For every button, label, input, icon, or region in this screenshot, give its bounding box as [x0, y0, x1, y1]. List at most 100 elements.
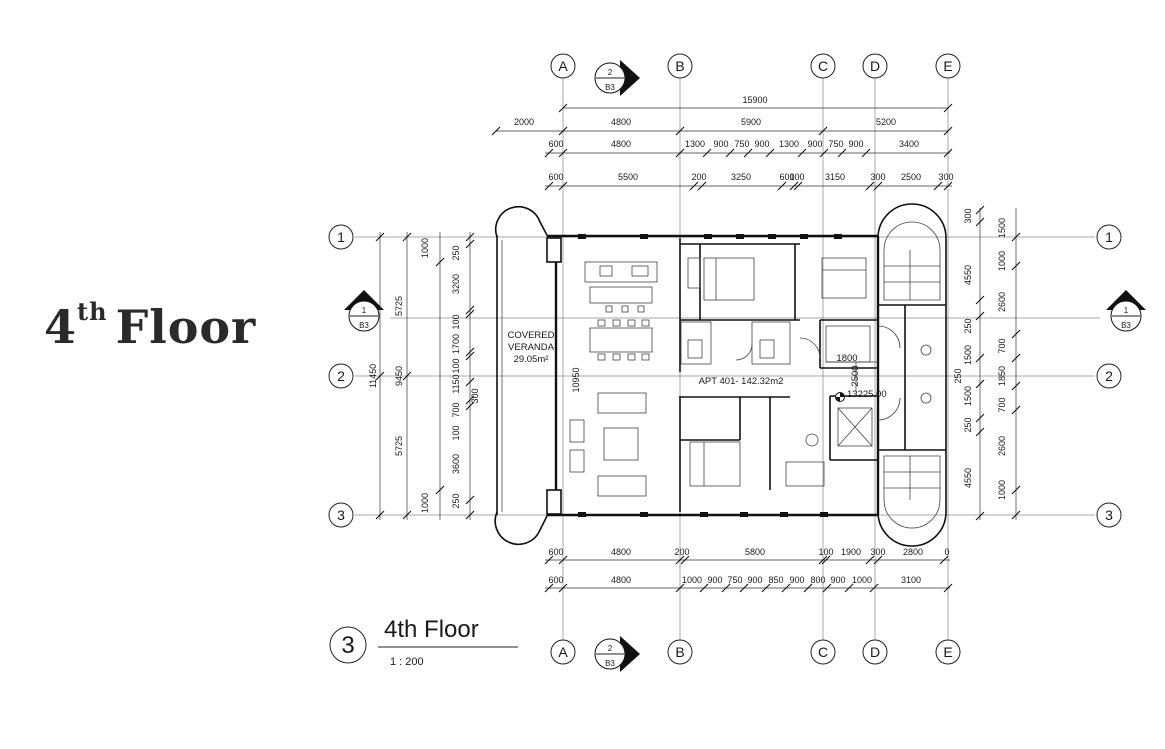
dim-label: 1000 — [420, 238, 430, 258]
dim-label: 250 — [963, 318, 973, 333]
drawing-scale: 1 : 200 — [390, 656, 424, 668]
drawing-title: 4th Floor — [384, 616, 479, 643]
grid-bubble-top-c: C — [810, 53, 836, 79]
dim-label: 750 — [828, 139, 843, 149]
dim-label: 3600 — [451, 454, 461, 474]
dim-label: 9450 — [394, 366, 404, 386]
dim-overall-depth: 11450 — [368, 364, 378, 388]
svg-text:3: 3 — [1105, 507, 1113, 523]
dim-label: 100 — [451, 314, 461, 329]
grid-bubble-right-1: 1 — [1096, 224, 1122, 250]
svg-text:A: A — [558, 58, 568, 74]
dim-label: 2600 — [997, 436, 1007, 456]
view-number: 3 — [341, 632, 354, 659]
svg-text:2: 2 — [608, 644, 613, 653]
grid-bubble-top-d: D — [862, 53, 888, 79]
svg-text:1: 1 — [1124, 306, 1129, 315]
dim-label: 600 — [548, 139, 563, 149]
svg-text:B3: B3 — [359, 321, 369, 330]
svg-text:1: 1 — [362, 306, 367, 315]
dim-label: 0 — [944, 547, 949, 557]
dim-label: 300 — [963, 208, 973, 223]
dim-label: 5800 — [745, 547, 765, 557]
core-width-label: 1800 — [836, 353, 857, 364]
grid-bubble-top-e: E — [935, 53, 961, 79]
level-label: 13225.00 — [847, 389, 887, 400]
left-dimensions: 11450 5725 5725 9450 1000 1000 250 3200 … — [368, 238, 480, 513]
dim-label: 3100 — [901, 575, 921, 585]
svg-text:B: B — [675, 644, 684, 660]
dim-label: 1700 — [451, 334, 461, 354]
dim-label: 200 — [674, 547, 689, 557]
dim-label: 700 — [997, 397, 1007, 412]
section-marker-bottom: 2 B3 — [594, 636, 640, 672]
grid-bubble-left-1: 1 — [328, 224, 354, 250]
grid-bubble-right-3: 3 — [1096, 502, 1122, 528]
dim-label: 4550 — [963, 265, 973, 285]
dim-label: 2800 — [903, 547, 923, 557]
elevator-and-lobby — [825, 325, 873, 447]
svg-text:E: E — [943, 644, 952, 660]
dim-label: 3250 — [731, 172, 751, 182]
dim-label: 1000 — [852, 575, 872, 585]
dim-label: 600 — [779, 172, 794, 182]
dim-label: 1000 — [420, 493, 430, 513]
dim-label: 300 — [470, 388, 480, 403]
dim-label: 200 — [691, 172, 706, 182]
heading-number: 4 — [44, 300, 78, 354]
building-walls — [494, 203, 947, 547]
right-dimensions: 300 4550 2600 250 1500 250 1500 250 2600… — [953, 208, 1007, 500]
svg-text:D: D — [870, 58, 880, 74]
dimension-lines — [379, 107, 1017, 589]
dim-label: 100 — [451, 358, 461, 373]
dim-label: 3200 — [451, 274, 461, 294]
dim-label: 5725 — [394, 296, 404, 316]
door-swings — [735, 325, 901, 421]
dim-label: 600 — [548, 575, 563, 585]
svg-text:2: 2 — [337, 368, 345, 384]
living-room-furniture — [569, 392, 647, 497]
dim-label: 100 — [789, 172, 804, 182]
floor-plan-svg: A B C D E A B C D E 1 2 3 1 2 3 2 B3 2 B… — [328, 53, 1146, 672]
bedroom-3-furniture — [689, 441, 741, 487]
grid-bubble-bottom-e: E — [935, 639, 961, 665]
grid-bubble-bottom-b: B — [667, 639, 693, 665]
dim-label: 1000 — [997, 480, 1007, 500]
apartment-label: APT 401- 142.32m2 — [699, 376, 784, 387]
dim-label: 4800 — [611, 575, 631, 585]
svg-text:2: 2 — [1105, 368, 1113, 384]
level-marker-icon — [835, 392, 845, 402]
grid-bubble-bottom-a: A — [550, 639, 576, 665]
grid-bubble-left-3: 3 — [328, 502, 354, 528]
dim-label: 900 — [707, 575, 722, 585]
dim-label: 250 — [953, 368, 963, 383]
dim-label: 250 — [451, 493, 461, 508]
dim-label: 750 — [734, 139, 749, 149]
svg-text:E: E — [943, 58, 952, 74]
dim-label: 4800 — [611, 547, 631, 557]
dim-label: 1850 — [997, 366, 1007, 386]
veranda-label-line2: VERANDA — [508, 342, 555, 353]
bottom-dimensions: 600 4800 200 5800 100 1900 300 2800 0 60… — [548, 547, 949, 585]
dim-label: 250 — [451, 245, 461, 260]
dim-label: 4800 — [611, 117, 631, 127]
svg-text:1: 1 — [1105, 229, 1113, 245]
dim-overall-width: 15900 — [742, 95, 767, 105]
svg-text:3: 3 — [337, 507, 345, 523]
dim-label: 300 — [870, 172, 885, 182]
room-depth-label: 10950 — [571, 367, 581, 392]
dim-label: 300 — [870, 547, 885, 557]
dim-label: 800 — [810, 575, 825, 585]
dim-label: 900 — [754, 139, 769, 149]
svg-text:B3: B3 — [1121, 321, 1131, 330]
dim-label: 1300 — [685, 139, 705, 149]
dim-label: 1000 — [997, 251, 1007, 271]
svg-text:A: A — [558, 644, 568, 660]
dim-label: 300 — [938, 172, 953, 182]
dining-table — [589, 319, 653, 361]
heading-word: Floor — [115, 300, 257, 354]
dim-label: 900 — [713, 139, 728, 149]
dim-label: 3400 — [899, 139, 919, 149]
dim-label: 4800 — [611, 139, 631, 149]
